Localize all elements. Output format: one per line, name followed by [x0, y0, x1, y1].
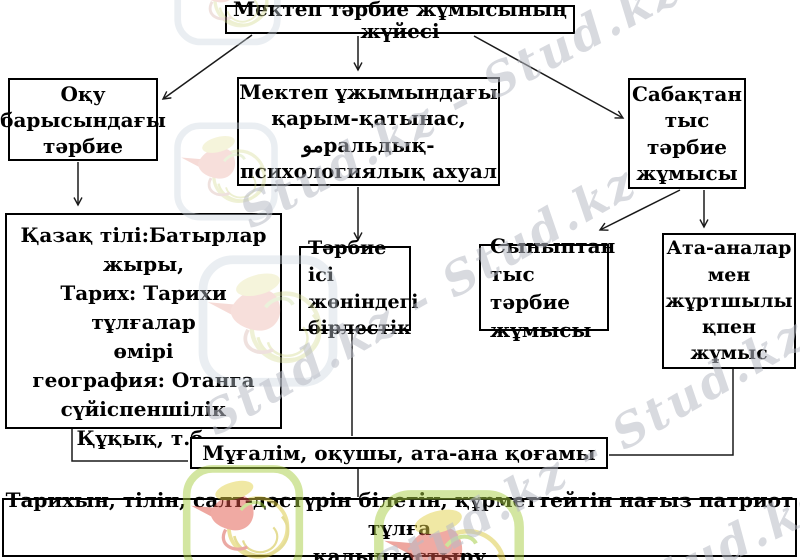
node-label: Мектеп тәрбие жұмысының жүйесі	[233, 0, 567, 43]
node-work-with-parents: Ата-аналар мен жұртшылы қпен жұмыс	[662, 233, 796, 369]
node-label: Оқу барысындағы тәрбие	[0, 81, 166, 158]
node-outside-class-work: Сыныптан тыс тәрбие жұмысы	[479, 234, 615, 342]
node-education-association: Тәрбие ісі жөніндегі бірлестік	[299, 237, 419, 339]
node-teacher-pupil-parent-society: Мұғалім, оқушы, ата-ана қоғамы	[190, 437, 608, 469]
line-qazaq-to-mugalim	[71, 429, 188, 462]
node-label: Мұғалім, оқушы, ата-ана қоғамы	[202, 441, 596, 465]
node-subjects-list: Қазақ тілі:Батырлар жыры, Тарих: Тарихи …	[5, 213, 282, 450]
node-label: Тәрбие ісі жөніндегі бірлестік	[308, 237, 419, 340]
node-school-education-system: Мектеп тәрбие жұмысының жүйесі	[225, 0, 575, 42]
node-school-collective-relations: Мектеп ұжымындағы қарым-қатынас, موральд…	[237, 77, 500, 186]
arrow-sabaq-to-synyptan	[600, 189, 681, 230]
node-label: Сыныптан тыс тәрбие жұмысы	[490, 233, 616, 342]
node-result-patriot-person: Тарихын, тілін, салт-дәстүрін білетін, қ…	[2, 488, 797, 560]
arrow-root-to-oqu	[163, 34, 253, 99]
node-extracurricular-education-work: Сабақтан тыс тәрбие жұмысы	[628, 78, 746, 189]
arrow-root-to-sabaq	[473, 35, 623, 118]
node-label: Қазақ тілі:Батырлар жыры, Тарих: Тарихи …	[20, 223, 267, 450]
line-ata-to-mugalim	[609, 369, 734, 456]
node-label: Тарихын, тілін, салт-дәстүрін білетін, қ…	[5, 487, 794, 560]
node-label: Сабақтан тыс тәрбие жұмысы	[631, 81, 743, 185]
node-label: Ата-аналар мен жұртшылы қпен жұмыс	[665, 237, 793, 365]
node-education-during-study: Оқу барысындағы тәрбие	[0, 78, 166, 161]
node-label: Мектеп ұжымындағы қарым-қатынас, موральд…	[239, 79, 498, 183]
